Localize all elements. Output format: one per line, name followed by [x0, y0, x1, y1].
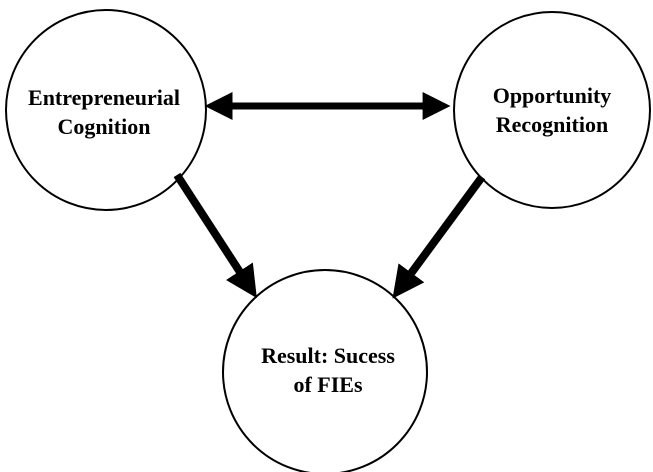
node-cognition-label: Entrepreneurial Cognition: [28, 83, 180, 141]
label-line: Cognition: [57, 114, 151, 139]
node-opportunity-label: Opportunity Recognition: [493, 81, 612, 139]
node-opportunity-circle: [453, 11, 651, 209]
node-result-label: Result: Sucess of FIEs: [261, 341, 395, 399]
node-result-circle: [222, 269, 428, 472]
label-line: Entrepreneurial: [28, 85, 180, 110]
label-line: Opportunity: [492, 83, 612, 108]
arrow-opportunity-to-result: [392, 174, 486, 299]
label-line: of FIEs: [293, 372, 363, 397]
label-line: Recognition: [495, 112, 609, 137]
label-line: Result: Sucess: [261, 343, 395, 368]
arrow-cognition-to-result: [173, 172, 257, 299]
